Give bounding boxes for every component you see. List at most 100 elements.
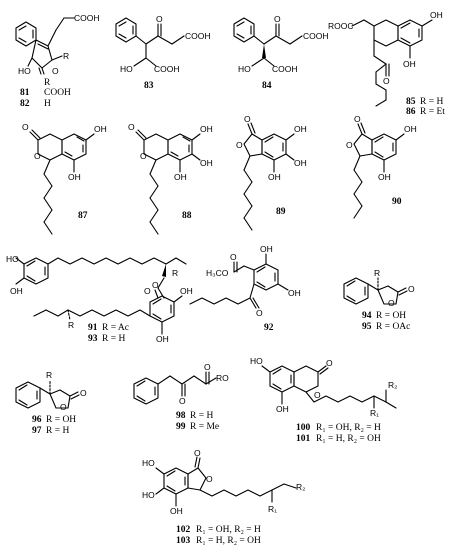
oh-atom: OH [170,506,183,516]
structure-90: O O OH OH 90 [346,114,417,219]
o-atom: O [206,474,213,484]
ho-atom: HO [18,66,31,76]
rooc-atom: ROOC [328,21,354,31]
structure-83: O COOH HO COOH 83 [115,14,211,91]
compound-96-r: R = OH [46,415,76,425]
o-atom: O [314,390,321,400]
o-atom: O [230,252,237,262]
o-atom: O [140,151,147,161]
cooh-atom: COOH [272,64,298,74]
o-atom: O [408,284,415,294]
o-atom: O [326,358,333,368]
compound-82-number: 82 [20,99,30,109]
compound-96-number: 96 [32,415,42,425]
o-atom: O [204,362,211,372]
o-atom: O [388,298,395,308]
compound-100-number: 100 [296,423,311,433]
structure-84: O COOH HO COOH 84 [233,14,329,91]
compound-88-number: 88 [182,211,192,221]
ho-atom: HO [6,254,19,264]
compound-97-r: R = H [46,426,69,436]
oh-atom: OH [378,172,391,182]
cooh-atom: COOH [154,64,180,74]
o-atom: O [346,140,353,150]
compound-89-number: 89 [276,207,286,217]
compound-101-r: R₁ = H, R₂ = OH [316,434,381,444]
compound-84-number: 84 [262,81,272,91]
oh-atom: OH [294,124,307,134]
r-atom: R [46,370,52,380]
oh-atom: OH [430,10,443,20]
compound-87-number: 87 [78,211,88,221]
compound-97-number: 97 [32,426,42,436]
r-atom: R [172,268,178,278]
ho-atom: HO [120,64,133,74]
compound-81-r: COOH [44,88,71,98]
oh-atom: OH [294,158,307,168]
compound-90-number: 90 [392,197,402,207]
ho-atom: HO [142,490,155,500]
compound-86-number: 86 [406,107,416,117]
r-atom: R [374,268,380,278]
ho-atom: HO [238,64,251,74]
o-atom: O [244,114,251,124]
compound-86-r: R = Et [420,107,445,117]
o-atom: O [194,448,201,458]
o-atom: O [274,14,281,24]
o-atom: O [383,76,390,86]
compound-102-r: R₁ = OH, R₂ = H [196,525,261,535]
compound-98-number: 98 [176,411,186,421]
o-atom: O [152,280,159,290]
oh-atom: OH [10,286,23,296]
o-atom: O [52,66,59,76]
r1-atom: R₁ [268,504,277,514]
structure-98-99: O O RO 98 R = H 99 R = Me [133,362,229,432]
h3coc-atom: H₃CO [206,268,229,278]
compound-83-number: 83 [144,81,154,91]
o-atom: O [80,388,87,398]
o-atom: O [34,151,41,161]
compound-99-r: R = Me [190,422,219,432]
structure-85-86: ROOC OH OH O 85 R = H 86 R = Et [328,10,445,117]
oh-atom: OH [288,288,301,298]
structure-87: O O OH OH 87 [22,122,107,235]
compound-94-r: R = OH [376,311,406,321]
cooh-atom: COOH [185,31,211,41]
ro-atom: RO [216,373,229,383]
structure-89: O O OH OH OH 89 [236,114,307,231]
r-atom: R [68,320,74,330]
oh-atom: OH [268,172,281,182]
oh-atom: OH [68,172,81,182]
o-atom: O [156,14,163,24]
r2-atom: R₂ [388,380,397,390]
o-atom: O [22,122,29,132]
compound-100-r: R₁ = OH, R₂ = H [316,423,381,433]
compound-81-number: 81 [20,88,30,98]
structure-91-93: HO OH O O OH OH R R 91 R = Ac 93 R = H [6,254,193,344]
compound-95-r: R = OAc [376,322,410,332]
compound-92-number: 92 [264,323,274,333]
compound-95-number: 95 [362,322,372,332]
structure-88: O O OH OH OH 88 [128,122,213,235]
o-atom: O [236,140,243,150]
compound-101-number: 101 [296,434,311,444]
oh-atom: OH [94,124,107,134]
structure-96-97: R O O 96 R = OH 97 R = H [15,370,87,436]
compound-93-r: R = H [102,334,125,344]
compound-103-number: 103 [176,536,191,546]
o-atom: O [128,122,135,132]
compound-85-number: 85 [406,97,416,107]
oh-atom: OH [174,172,187,182]
r1-atom: R₁ [370,408,379,418]
r-atom: R [63,51,69,61]
oh-atom: OH [260,244,273,254]
oh-atom: OH [200,124,213,134]
r2-atom: R₂ [296,482,305,492]
structure-94-95: R O O 94 R = OH 95 R = OAc [343,268,415,332]
compound-91-number: 91 [88,323,98,333]
compound-82-r: H [44,99,51,109]
compound-103-r: R₁ = H, R₂ = OH [196,536,261,546]
o-atom: O [144,286,151,296]
structure-100-101: O O HO OH R₁ R₂ 100 R₁ = OH, R₂ = H 101 … [250,356,397,444]
oh-atom: OH [403,59,416,69]
